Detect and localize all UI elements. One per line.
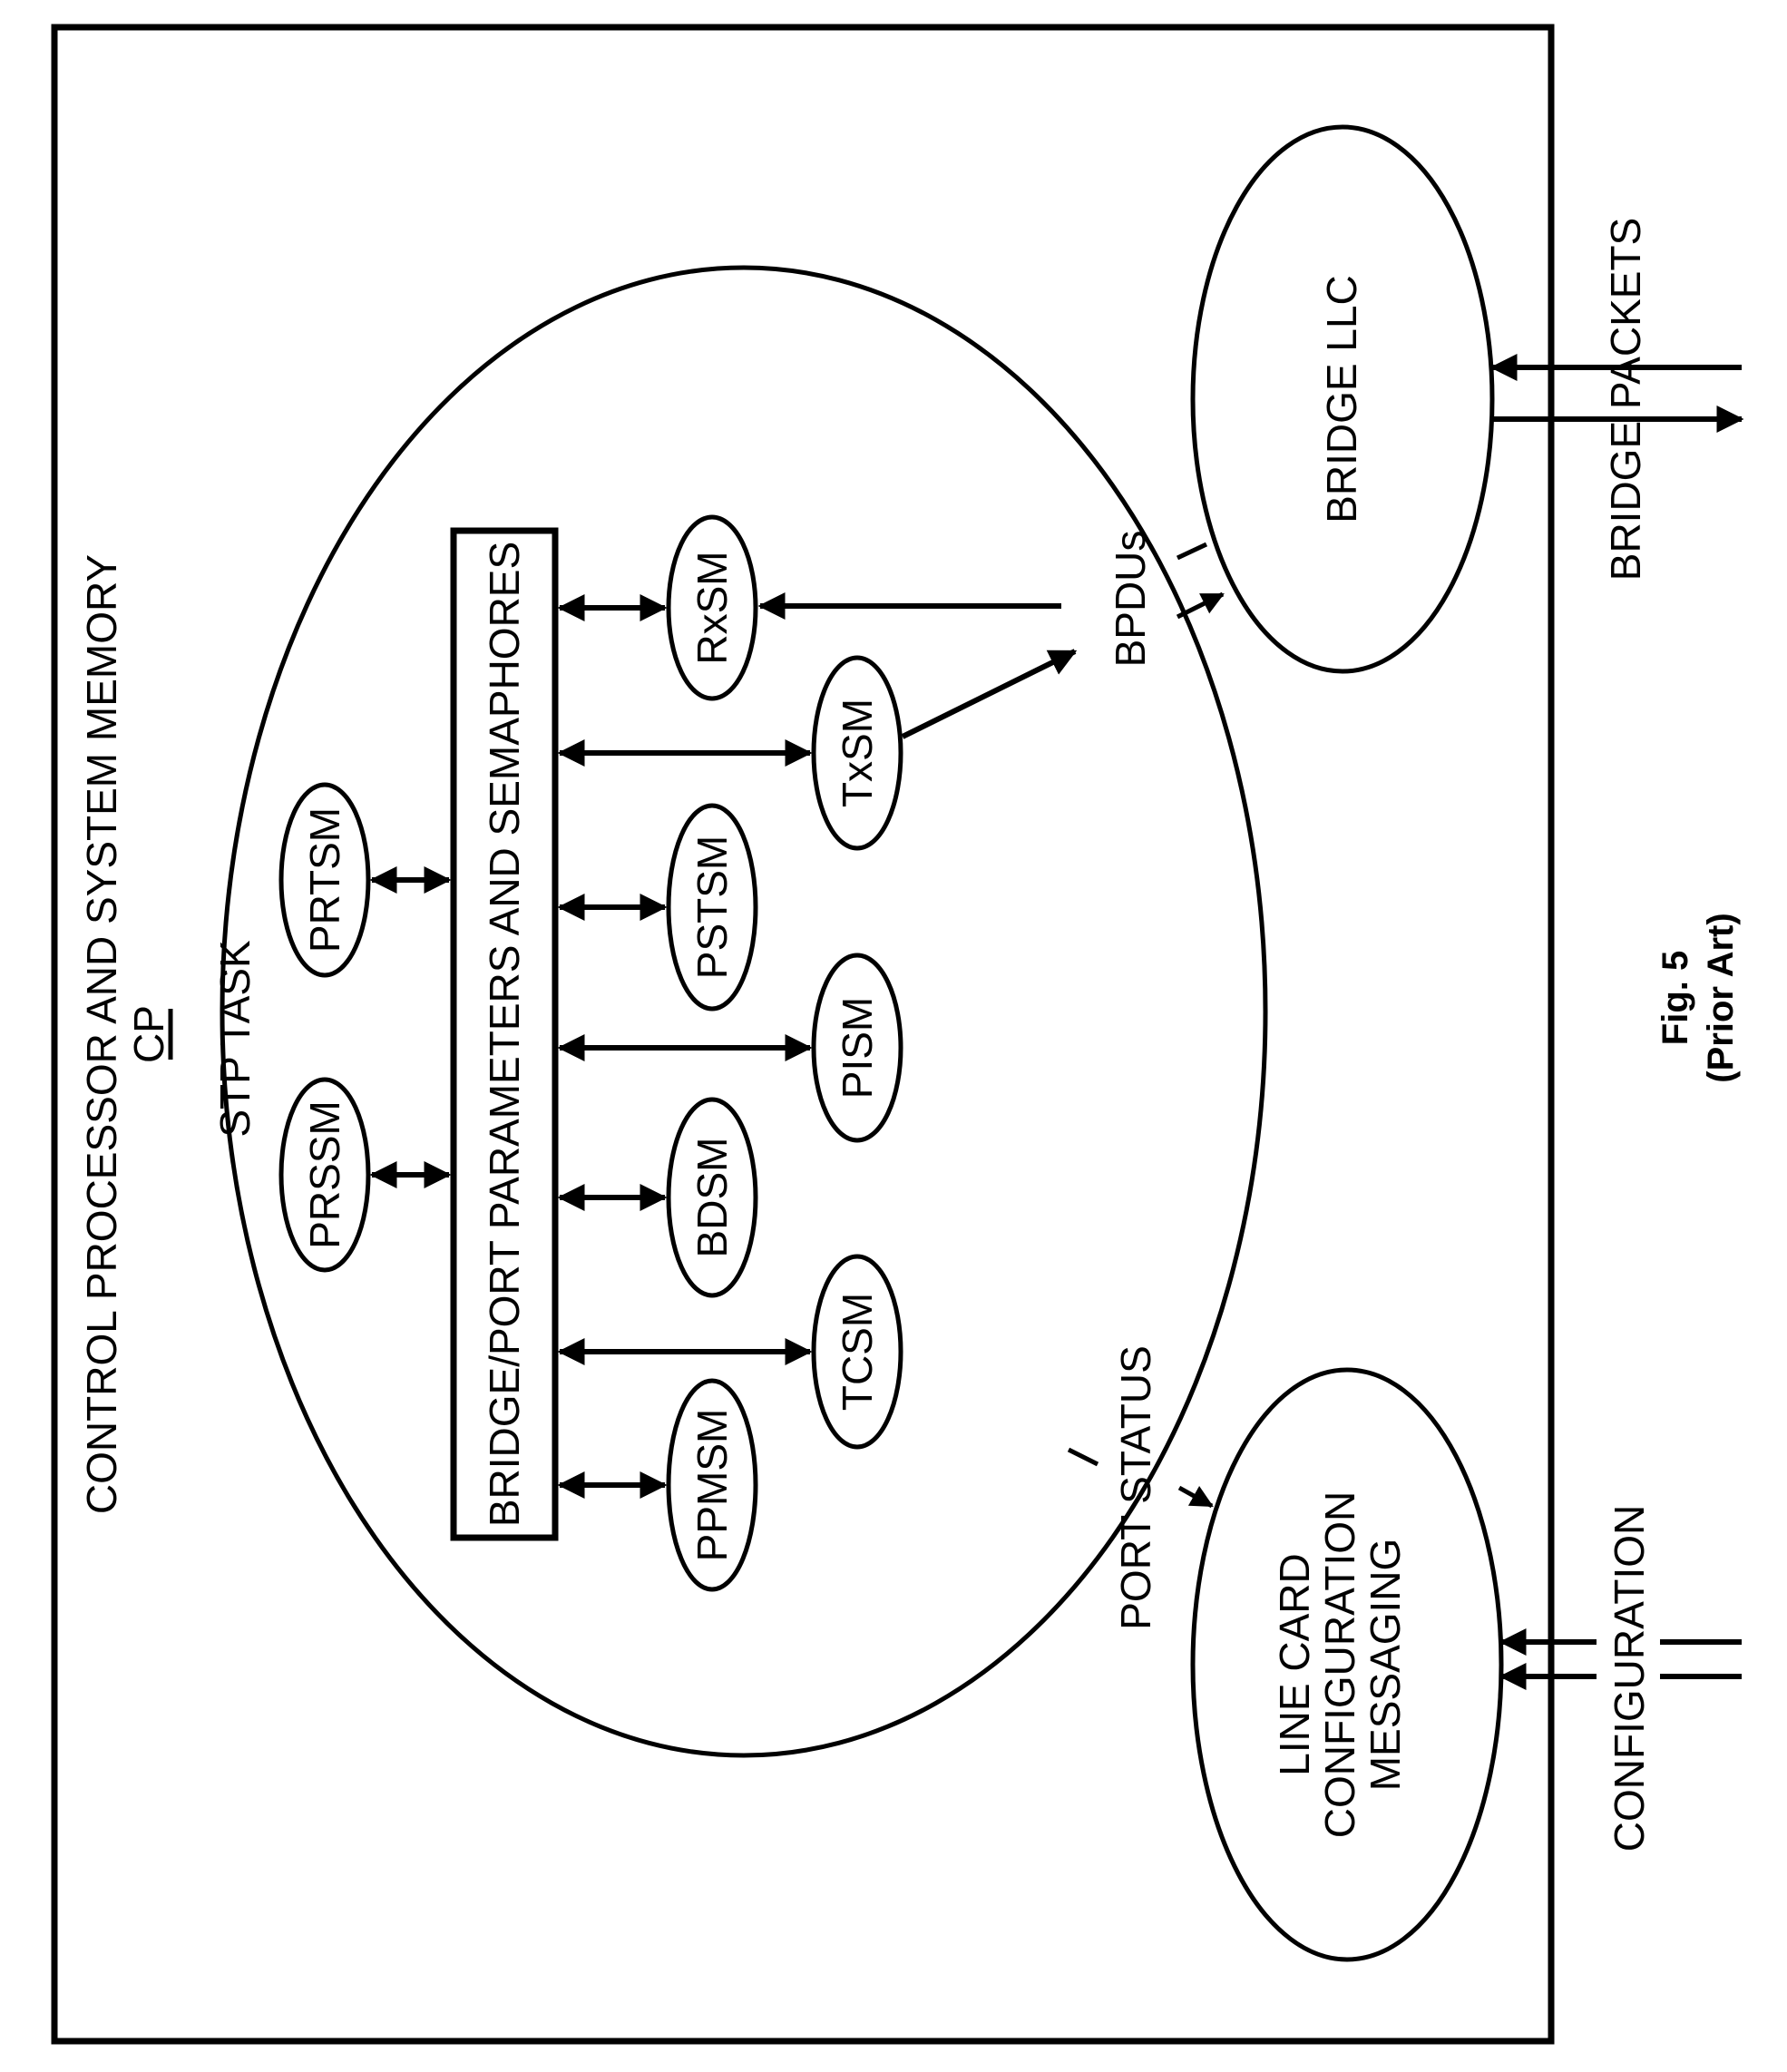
bdsm-label: BDSM xyxy=(688,1138,736,1258)
stp-task-label: STP TASK xyxy=(211,940,259,1138)
stp-task-ellipse xyxy=(220,265,1268,1758)
pstsm-node xyxy=(666,803,758,1012)
parameters-box xyxy=(450,527,559,1541)
bdsm-node xyxy=(666,1097,758,1298)
pism-node xyxy=(811,953,903,1143)
txsm-node xyxy=(811,655,903,851)
rxsm-label: RxSM xyxy=(688,551,736,664)
line-card-line3: MESSAGING xyxy=(1362,1539,1409,1792)
cp-title: CONTROL PROCESSOR AND SYSTEM MEMORY xyxy=(78,554,125,1514)
figure-note: (Prior Art) xyxy=(1701,913,1741,1082)
prtsm-label: PRTSM xyxy=(301,807,348,953)
txsm-label: TxSM xyxy=(834,699,881,807)
tcsm-label: TCSM xyxy=(834,1293,881,1411)
bpdu-llc-out xyxy=(1176,542,1208,561)
prssm-label: PRSSM xyxy=(301,1100,348,1249)
port-status-arrow xyxy=(1177,1485,1214,1509)
ppmsm-node xyxy=(666,1378,758,1592)
control-processor-box xyxy=(51,24,1555,2045)
pstsm-label: PSTSM xyxy=(688,836,736,979)
prtsm-node xyxy=(278,782,371,978)
bridge-llc-ellipse xyxy=(1190,124,1495,674)
configuration-label: CONFIGURATION xyxy=(1606,1505,1653,1852)
ppmsm-label: PPMSM xyxy=(688,1409,736,1562)
pism-label: PISM xyxy=(834,997,881,1099)
port-status-label: PORT STATUS xyxy=(1112,1345,1159,1630)
cp-ref: CP xyxy=(125,1005,172,1063)
parameters-box-label: BRIDGE/PORT PARAMETERS AND SEMAPHORES xyxy=(481,542,528,1527)
line-card-line1: LINE CARD xyxy=(1271,1553,1318,1775)
bpdus-label: BPDUs xyxy=(1107,531,1154,668)
bpdu-llc-in xyxy=(1176,591,1225,620)
rxsm-node xyxy=(666,514,758,701)
figure-number: Fig. 5 xyxy=(1655,951,1695,1045)
prssm-node xyxy=(278,1077,371,1273)
line-card-line2: CONFIGURATION xyxy=(1316,1491,1363,1838)
tcsm-node xyxy=(811,1254,903,1450)
bridge-llc-label: BRIDGE LLC xyxy=(1318,275,1365,523)
bridge-packets-label: BRIDGE PACKETS xyxy=(1602,218,1649,581)
port-status-tick xyxy=(1067,1447,1099,1467)
bpdu-tx-arrow xyxy=(901,649,1078,739)
